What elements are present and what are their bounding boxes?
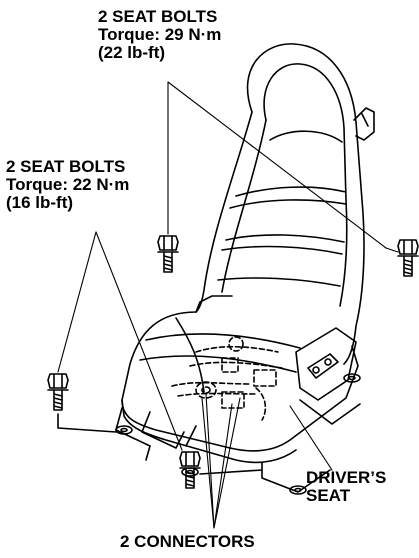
front-bolts-torque-lbft: (22 lb-ft) [98,43,166,62]
front-bolts-label: 2 SEAT BOLTS Torque: 29 N·m (22 lb-ft) [98,8,221,62]
driver-seat-line2: SEAT [306,486,351,505]
rear-bolts-label: 2 SEAT BOLTS Torque: 22 N·m (16 lb-ft) [6,158,129,212]
driver-seat-line1: DRIVER’S [306,468,387,487]
rear-bolts-torque-lbft: (16 lb-ft) [6,193,74,212]
rear-bolts-torque-nm: Torque: 22 N·m [6,175,130,194]
seat-illustration [57,43,375,495]
driver-seat-label: DRIVER’S SEAT [306,469,386,505]
bolt-icon [47,235,419,489]
front-bolts-torque-nm: Torque: 29 N·m [98,25,222,44]
connectors-label: 2 CONNECTORS [120,532,255,551]
leader-lines [57,81,399,529]
connector-icon [171,336,283,421]
front-bolts-title: 2 SEAT BOLTS [98,7,218,26]
rear-bolts-title: 2 SEAT BOLTS [6,157,126,176]
